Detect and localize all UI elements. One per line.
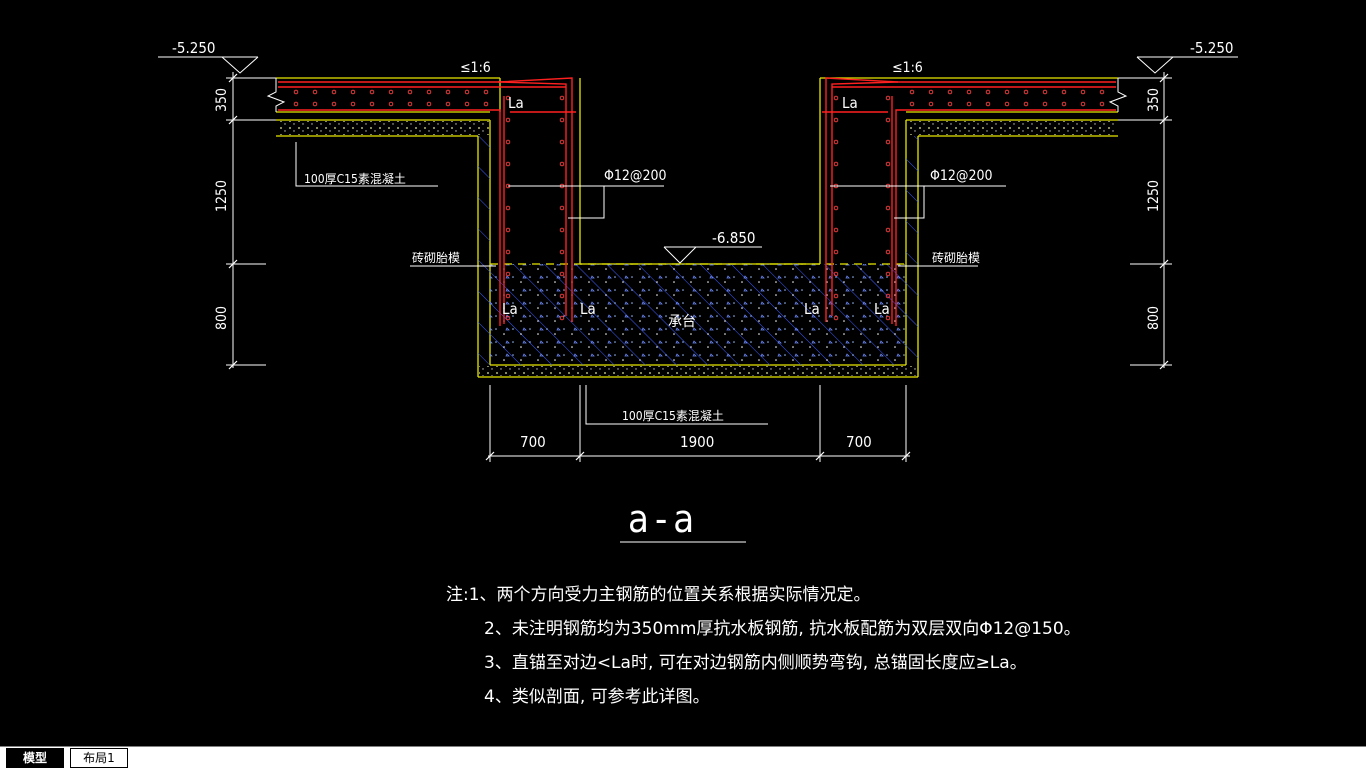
right-elevation: -5.250 — [1190, 39, 1234, 57]
la-label-bottom-1: La — [502, 300, 518, 318]
brick-label-left: 砖砌胎模 — [412, 250, 460, 265]
rebar-label-left: Φ12@200 — [604, 168, 667, 184]
note-4: 4、类似剖面, 可参考此详图。 — [484, 687, 710, 707]
brick-label-right: 砖砌胎模 — [932, 250, 980, 265]
note-3: 3、直锚至对边<La时, 可在对边钢筋内侧顺势弯钩, 总锚固长度应≥La。 — [484, 653, 1027, 673]
tab-model[interactable]: 模型 — [6, 748, 64, 768]
section-title: a-a — [628, 497, 700, 541]
concrete-label-bottom: 100厚C15素混凝土 — [622, 408, 724, 423]
bottom-dim-700-right: 700 — [846, 433, 872, 451]
left-elevation: -5.250 — [172, 39, 216, 57]
tab-layout1[interactable]: 布局1 — [70, 748, 128, 768]
la-label-bottom-3: La — [804, 300, 820, 318]
slope-right: ≤1:6 — [892, 60, 923, 76]
notes: 注:1、两个方向受力主钢筋的位置关系根据实际情况定。 2、未注明钢筋均为350m… — [446, 578, 1081, 714]
bottom-dim-1900: 1900 — [680, 433, 714, 451]
pile-cap-label: 承台 — [668, 314, 696, 330]
section-drawing: -5.250 -5.250 ≤1:6 ≤1:6 350 1250 800 350… — [158, 39, 1238, 543]
rebar-label-right: Φ12@200 — [930, 168, 993, 184]
note-2: 2、未注明钢筋均为350mm厚抗水板钢筋, 抗水板配筋为双层双向Φ12@150。 — [484, 619, 1081, 639]
concrete-label-top: 100厚C15素混凝土 — [304, 171, 406, 186]
layout-tab-bar: 模型 布局1 — [0, 746, 1366, 769]
dimension-lines — [158, 56, 1238, 543]
left-dim-800: 800 — [214, 306, 230, 330]
la-label-bottom-2: La — [580, 300, 596, 318]
right-dim-800: 800 — [1146, 306, 1162, 330]
center-elevation: -6.850 — [712, 229, 756, 247]
la-label-top-right: La — [842, 94, 858, 112]
right-dim-1250: 1250 — [1146, 180, 1162, 212]
bottom-dim-700-left: 700 — [520, 433, 546, 451]
note-1: 注:1、两个方向受力主钢筋的位置关系根据实际情况定。 — [446, 585, 871, 605]
la-label-top-left: La — [508, 94, 524, 112]
rebar — [278, 77, 1116, 326]
left-dim-1250: 1250 — [214, 180, 230, 212]
la-label-bottom-4: La — [874, 300, 890, 318]
left-dim-350: 350 — [214, 88, 230, 112]
slope-left: ≤1:6 — [460, 60, 491, 76]
right-dim-350: 350 — [1146, 88, 1162, 112]
